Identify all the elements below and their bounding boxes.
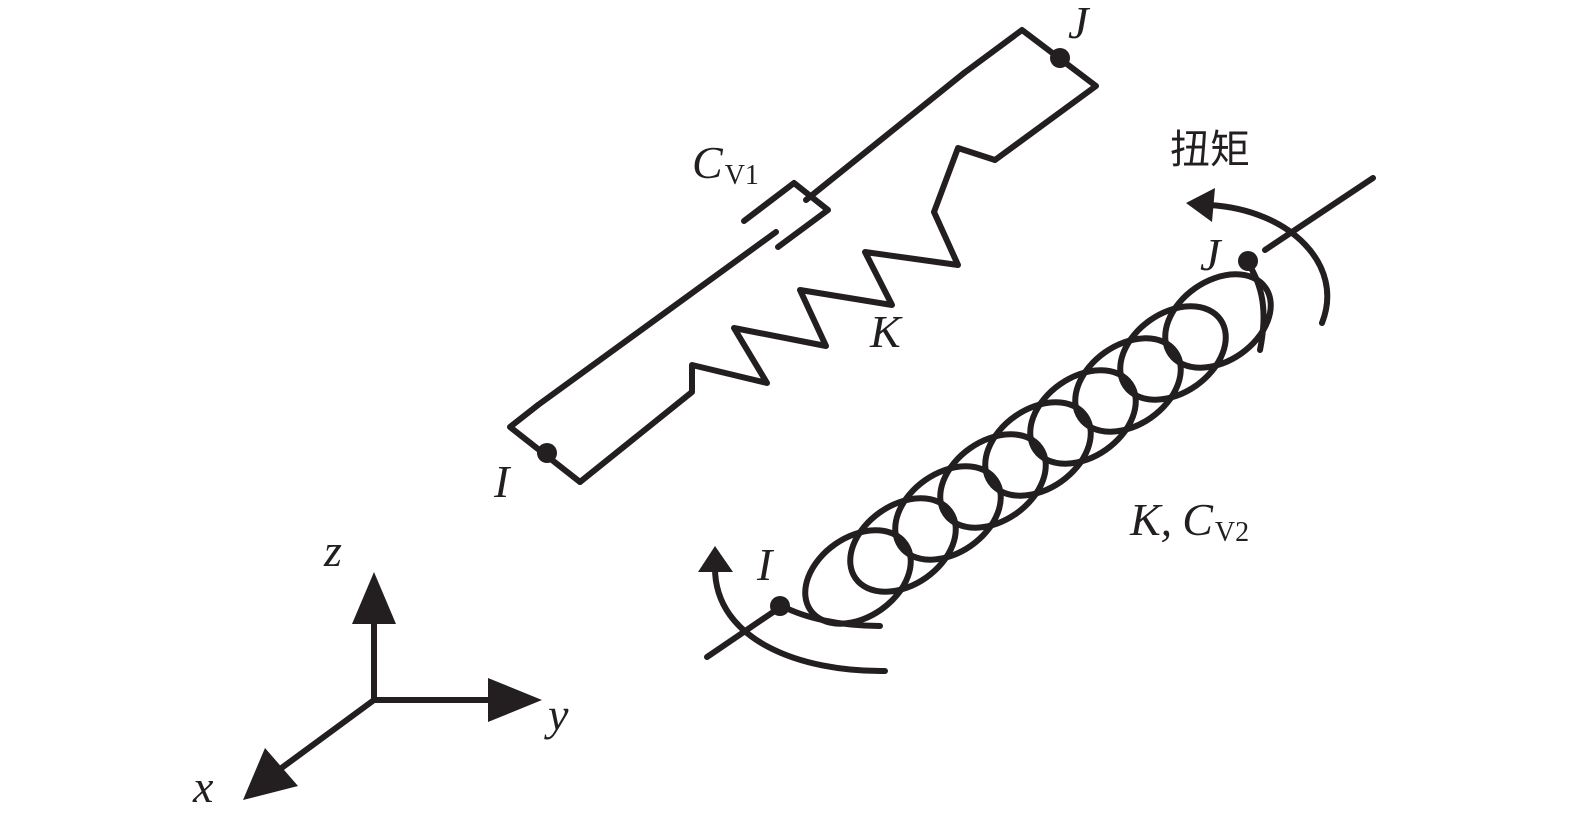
label-k-top: K — [869, 306, 903, 357]
label-j-spring: J — [1200, 229, 1223, 280]
shaft-line-right — [1262, 175, 1376, 253]
label-cv2-main: C — [1182, 494, 1214, 545]
zigzag-spring-icon — [577, 145, 998, 485]
label-k-cv2: K,CV2 — [1129, 494, 1249, 548]
label-j-top: J — [1068, 0, 1091, 48]
coil-node-j-dot — [1238, 251, 1258, 271]
label-torque: 扭矩 — [1170, 127, 1250, 173]
damper-rod-left — [535, 229, 779, 408]
node-j-dot — [1050, 48, 1070, 68]
helical-coil-icon — [779, 260, 1274, 629]
label-cv1: CV1 — [692, 137, 759, 191]
coil-node-i-dot — [770, 596, 790, 616]
torque-arrow-left-icon — [698, 546, 888, 675]
coil-model — [698, 175, 1376, 675]
label-i-spring: I — [756, 539, 775, 590]
label-axis-x: x — [192, 761, 214, 812]
node-i-dot — [537, 443, 557, 463]
coordinate-axes — [243, 572, 542, 800]
label-k-spring: K, — [1129, 494, 1172, 545]
label-cv2-sub: V2 — [1215, 517, 1249, 548]
label-axis-y: y — [544, 689, 569, 740]
label-axis-z: z — [323, 525, 342, 576]
left-end-bar — [507, 402, 583, 485]
lumped-model — [507, 27, 1099, 485]
dashpot-icon — [535, 70, 967, 408]
axis-y-arrowhead-icon — [488, 678, 542, 722]
torque-arrow-right-icon — [1186, 188, 1331, 326]
axis-x-arrowhead-icon — [243, 748, 298, 800]
label-i-top: I — [493, 456, 512, 507]
right-end-bar — [961, 27, 1099, 163]
axis-x-line — [269, 697, 377, 778]
label-cv1-main: C — [692, 137, 724, 188]
label-cv1-sub: V1 — [725, 160, 759, 191]
damper-rod-right — [803, 70, 967, 203]
axis-z-arrowhead-icon — [352, 572, 396, 624]
